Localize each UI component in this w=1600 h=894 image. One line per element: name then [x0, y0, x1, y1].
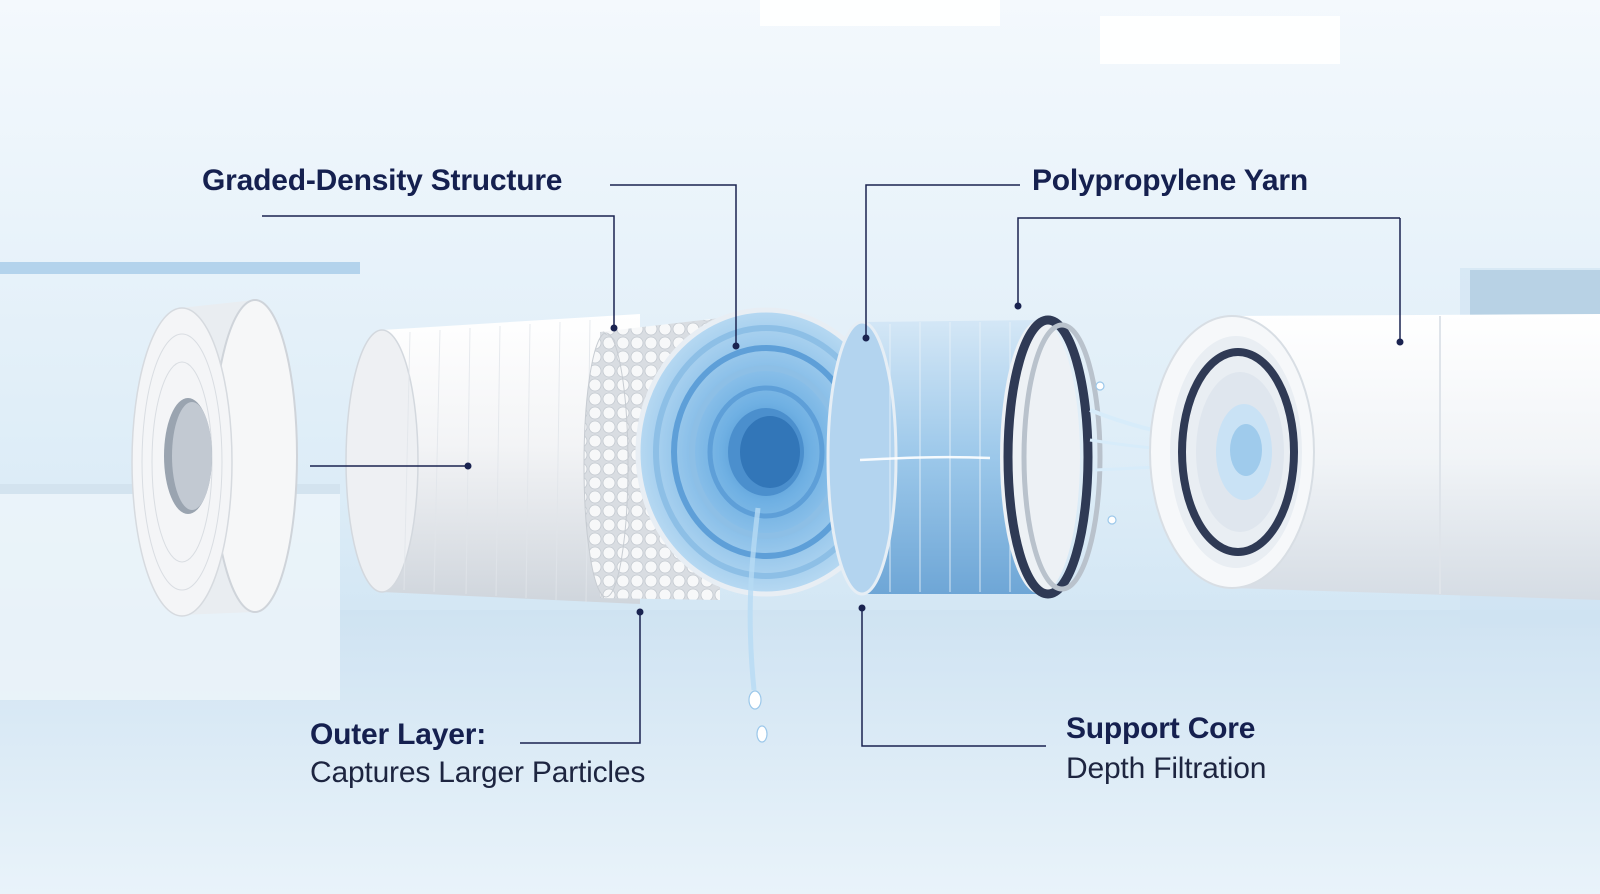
leader-dots: [464, 302, 1404, 616]
support-core-description: Depth Filtration: [1066, 752, 1267, 785]
ceiling-light: [1100, 16, 1340, 64]
filter-housing: [1149, 314, 1600, 600]
graded-density-label: Graded-Density Structure: [202, 164, 563, 197]
ceiling-light: [760, 0, 1000, 26]
outer-layer-cylinder: [345, 314, 640, 604]
outer-layer-label: Outer Layer:: [310, 718, 486, 751]
leader-support-core: [861, 608, 1046, 747]
leader-poly-to-gasket: [1017, 217, 1400, 306]
support-core-label: Support Core: [1066, 712, 1256, 745]
leader-graded-to-blue: [610, 184, 737, 346]
polypropylene-yarn-label: Polypropylene Yarn: [1032, 164, 1308, 197]
end-cap: [131, 299, 298, 617]
leader-outer-label: [520, 612, 641, 744]
leader-graded-to-beads: [262, 215, 615, 328]
wall-shelf: [0, 262, 360, 274]
leader-lines: [262, 184, 1401, 747]
outer-layer-description: Captures Larger Particles: [310, 756, 646, 789]
leader-poly-to-yarn: [865, 184, 1020, 338]
